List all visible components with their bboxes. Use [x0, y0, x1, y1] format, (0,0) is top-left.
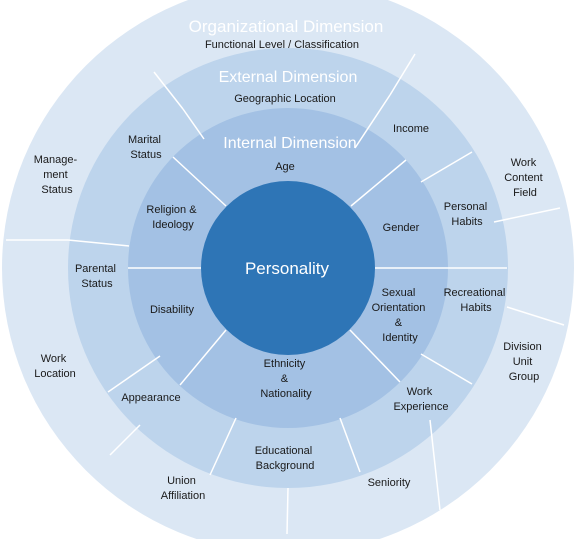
external-dimension-title: External Dimension [219, 69, 358, 86]
ext-separator [354, 94, 391, 149]
int-separator [350, 159, 407, 207]
org-separator [493, 207, 561, 223]
label-seniority: Seniority [368, 477, 411, 489]
label-sexual-orientation: Sexual Orientation & Identity [372, 287, 429, 344]
ext-separator [420, 151, 473, 183]
org-separator [506, 306, 565, 326]
personality-title: Personality [245, 259, 330, 278]
label-ethnicity-nationality: Ethnicity & Nationality [260, 358, 312, 400]
ext-separator [209, 417, 237, 476]
label-educational-background: Educational Background [255, 445, 316, 472]
personality-core [201, 181, 375, 355]
org-separator [286, 487, 289, 535]
label-work-location: Work Location [34, 353, 76, 380]
label-work-experience: Work Experience [393, 386, 448, 413]
label-parental-status: Parental Status [75, 263, 119, 290]
ext-separator [339, 417, 361, 473]
organizational-dimension-title: Organizational Dimension [189, 17, 384, 36]
segment-separators [6, 53, 565, 535]
int-separator [172, 156, 227, 207]
internal-dimension-title: Internal Dimension [223, 135, 356, 152]
label-functional-level: Functional Level / Classification [205, 39, 359, 51]
ext-separator [107, 355, 161, 393]
label-personal-habits: Personal Habits [444, 201, 490, 228]
label-disability: Disability [150, 304, 195, 316]
label-recreational-habits: Recreational Habits [444, 287, 509, 314]
label-management-status: Manage- ment Status [34, 154, 80, 196]
label-geographic-location: Geographic Location [234, 93, 336, 105]
int-separator [179, 329, 227, 386]
org-separator [109, 424, 141, 456]
org-separator [429, 419, 441, 511]
label-union-affiliation: Union Affiliation [161, 475, 205, 502]
label-income: Income [393, 123, 429, 135]
label-work-content-field: Work Content Field [504, 157, 546, 199]
label-marital-status: Marital Status [128, 134, 164, 161]
label-appearance: Appearance [121, 392, 180, 404]
org-separator [389, 53, 416, 96]
ext-separator [420, 353, 473, 385]
label-gender: Gender [383, 222, 420, 234]
org-separator [153, 71, 184, 110]
label-age: Age [275, 161, 295, 173]
label-division-unit-group: Division Unit Group [503, 341, 545, 383]
ext-separator [67, 239, 130, 247]
int-separator [349, 329, 401, 383]
ext-separator [182, 108, 205, 140]
label-religion-ideology: Religion & Ideology [146, 204, 199, 231]
